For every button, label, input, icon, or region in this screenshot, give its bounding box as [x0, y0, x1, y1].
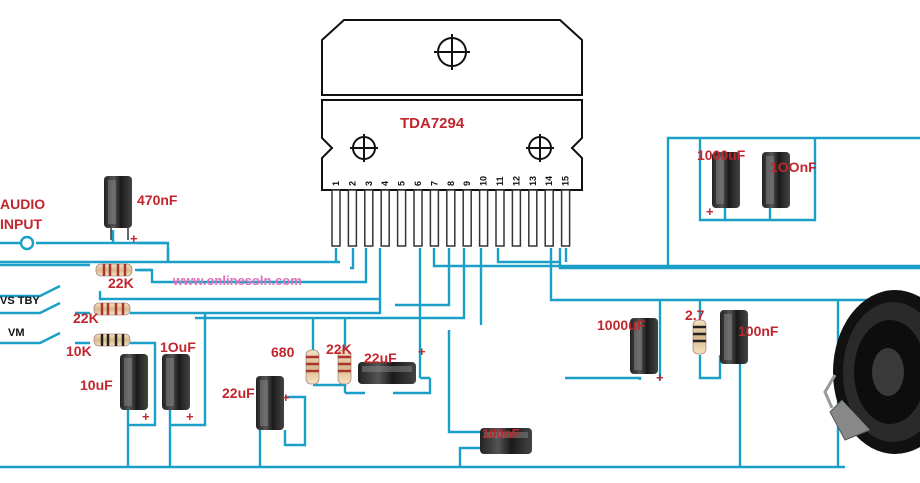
wires	[0, 136, 920, 469]
plus-470nf: +	[130, 231, 138, 246]
label-470nf: 470nF	[137, 192, 178, 208]
cap-22uf-horizontal	[358, 362, 416, 384]
label-100nf-top: 1OOnF	[770, 159, 817, 175]
resistor-22k-a	[95, 263, 133, 277]
label-22uf-left: 22uF	[222, 385, 255, 401]
plus-1ouf: +	[186, 409, 194, 424]
watermark: www.onlinesoln.com	[172, 273, 302, 288]
cap-100nf-mid	[720, 310, 748, 364]
resistor-22k-c	[337, 349, 352, 385]
label-22uf-right: 22uF	[364, 350, 397, 366]
wire-row-262	[0, 248, 340, 264]
plus-1000uf-top: +	[706, 204, 714, 219]
ic-pin-number-4: 4	[380, 181, 390, 186]
label-10uf: 10uF	[80, 377, 113, 393]
ic-pin-leg-12	[511, 189, 522, 247]
label-1000uf-mid: 1000uF	[597, 317, 646, 333]
label-100nf-mid: 100nF	[738, 323, 779, 339]
ic-pin-number-9: 9	[462, 181, 472, 186]
ic-body	[321, 99, 583, 191]
ic-pin-leg-10	[478, 189, 489, 247]
ic-pin-number-5: 5	[397, 181, 407, 186]
input-label: INPUT	[0, 216, 42, 232]
cap-22uf-left	[256, 376, 284, 430]
ic-pin-leg-3	[364, 189, 374, 247]
resistor-10k	[93, 333, 131, 347]
ic-pin-number-13: 13	[528, 176, 538, 186]
label-1000uf-top: 1000uF	[697, 147, 746, 163]
plus-22uf-left: +	[282, 390, 290, 405]
ic-pin-number-3: 3	[364, 181, 374, 186]
ic-pin-leg-1	[331, 189, 341, 247]
cap-10uf	[120, 354, 148, 410]
ic-pin-leg-9	[462, 189, 472, 247]
resistor-22k-b	[93, 302, 131, 316]
ic-pin-leg-6	[413, 189, 423, 247]
ic-pin-number-1: 1	[331, 181, 341, 186]
ic-pin-leg-2	[347, 189, 358, 247]
label-100nf-bottom: 100nF	[482, 426, 520, 441]
cap-470nf	[104, 176, 132, 240]
audio-label: AUDIO	[0, 196, 45, 212]
label-22k-b: 22K	[73, 310, 99, 326]
cap-100nf-top	[762, 152, 790, 208]
ic-pin-leg-5	[396, 189, 407, 247]
ic-pin-number-11: 11	[495, 176, 505, 186]
ic-pin-leg-14	[544, 189, 554, 247]
label-22k-c: 22K	[326, 341, 352, 357]
resistor-2-7	[692, 319, 707, 355]
label-10k: 10K	[66, 343, 92, 359]
cap-1ouf	[162, 354, 190, 410]
label-vstby: VS TBY	[0, 295, 40, 307]
cap-1000uf-mid	[630, 318, 658, 374]
ic-pin-number-7: 7	[429, 181, 439, 186]
label-1ouf: 1OuF	[160, 339, 196, 355]
ic-pin-number-10: 10	[479, 176, 489, 186]
ic-pin-leg-15	[560, 189, 571, 247]
input-jack	[19, 235, 35, 251]
ic-pin-number-15: 15	[561, 176, 571, 186]
ic-pin-number-8: 8	[446, 181, 456, 186]
plus-10uf: +	[142, 409, 150, 424]
plus-22uf-right: +	[418, 344, 426, 359]
ic-pin-leg-4	[380, 189, 390, 247]
label-2-7: 2.7	[685, 307, 705, 323]
ic-pin-leg-11	[495, 189, 505, 247]
label-680: 680	[271, 344, 295, 360]
resistor-680	[305, 349, 320, 385]
ic-name: TDA7294	[400, 115, 465, 132]
ic-pin-number-6: 6	[413, 181, 423, 186]
ic-pin-leg-8	[446, 189, 456, 247]
ic-pin-leg-13	[528, 189, 538, 247]
ic-pin-number-2: 2	[347, 181, 357, 186]
ic-pin-number-14: 14	[544, 176, 554, 186]
label-22k-a: 22K	[108, 275, 134, 291]
cap-1000uf-top	[712, 152, 740, 208]
speaker	[823, 290, 920, 454]
ic-pin-leg-7	[429, 189, 440, 247]
label-vm: VM	[8, 327, 25, 339]
plus-1000uf-mid: +	[656, 370, 664, 385]
ic-pin-number-12: 12	[511, 176, 521, 186]
cap-100nf-bottom	[480, 428, 532, 454]
